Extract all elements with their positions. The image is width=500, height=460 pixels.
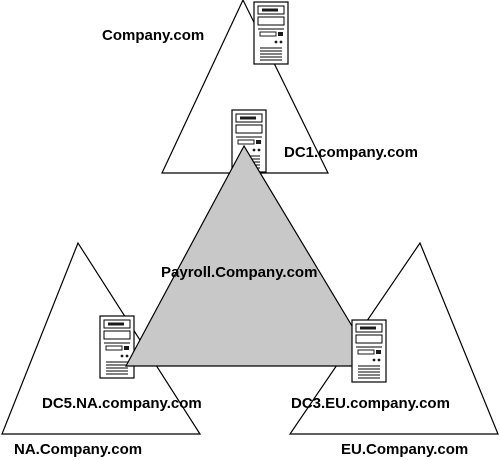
dc5-server-label: DC5.NA.company.com xyxy=(42,395,202,412)
na-domain-label: NA.Company.com xyxy=(14,441,142,458)
dc3-server-icon xyxy=(351,319,387,383)
root-server-icon xyxy=(253,1,289,65)
root-domain-label: Company.com xyxy=(102,27,204,44)
payroll-domain-label: Payroll.Company.com xyxy=(161,264,317,281)
dc3-server-label: DC3.EU.company.com xyxy=(291,395,450,412)
dc5-server-icon xyxy=(99,315,135,379)
eu-domain-label: EU.Company.com xyxy=(341,441,468,458)
payroll-domain-triangle xyxy=(124,144,378,367)
dc1-server-label: DC1.company.com xyxy=(284,144,418,161)
